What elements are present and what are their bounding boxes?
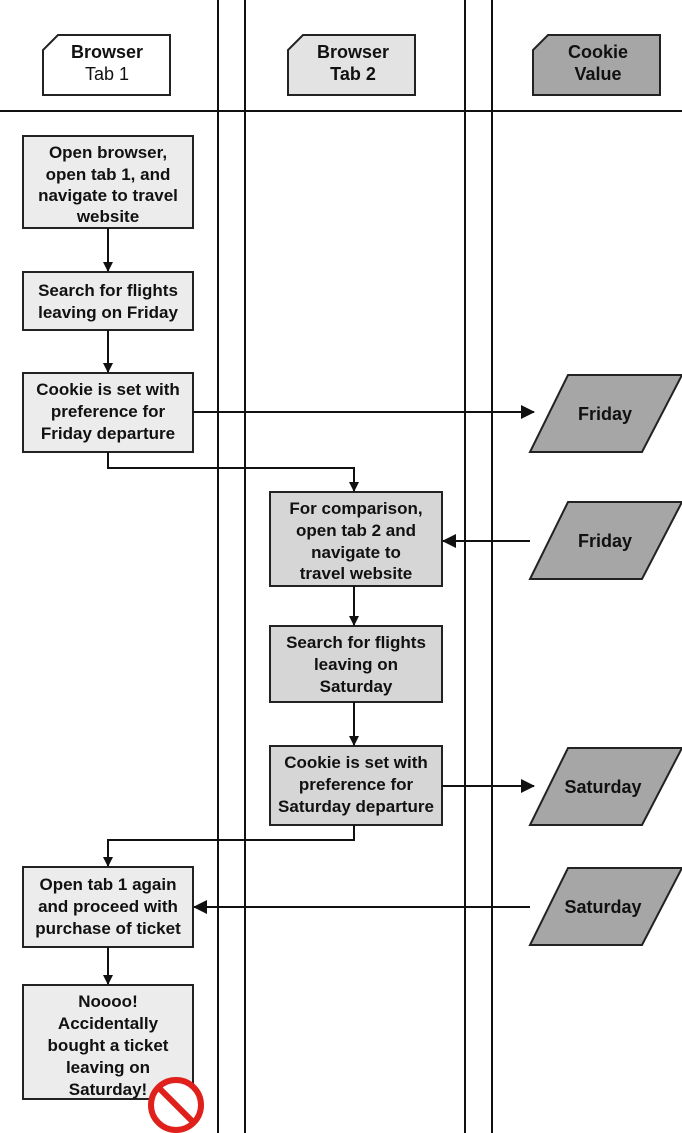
step-text: open tab 1, and <box>46 165 171 184</box>
step-text: and proceed with <box>38 897 178 916</box>
cookie-value-text: Friday <box>578 531 632 551</box>
step-search-saturday: Search for flights leaving on Saturday <box>269 625 443 703</box>
step-text: purchase of ticket <box>35 919 181 938</box>
step-text: Noooo! <box>78 992 137 1011</box>
step-text: Search for flights <box>38 281 178 300</box>
step-text: For comparison, <box>289 499 422 518</box>
header-tab2-line: Browser <box>317 42 389 62</box>
step-text: navigate to travel <box>38 186 178 205</box>
step-text: Saturday! <box>69 1080 147 1099</box>
cookie-value-friday-1: Friday <box>528 374 682 453</box>
step-open-browser: Open browser, open tab 1, and navigate to … <box>22 135 194 229</box>
header-cookie-line: Cookie <box>568 42 628 62</box>
cookie-value-text: Friday <box>578 404 632 424</box>
cookie-value-saturday-2: Saturday <box>528 867 682 946</box>
step-text: navigate to <box>311 543 401 562</box>
step-text: Open browser, <box>49 143 167 162</box>
cookie-value-text: Saturday <box>564 777 641 797</box>
step-text: bought a ticket <box>48 1036 169 1055</box>
step-text: Saturday <box>320 677 393 696</box>
step-text: leaving on Friday <box>38 303 178 322</box>
step-purchase: Open tab 1 again and proceed with purchase… <box>22 866 194 948</box>
step-text: Open tab 1 again <box>40 875 177 894</box>
header-tab1-line: Tab 1 <box>85 64 129 84</box>
step-text: Accidentally <box>58 1014 159 1033</box>
flow-arrow <box>103 825 355 867</box>
prohibited-icon <box>148 1077 204 1133</box>
step-text: website <box>76 207 139 226</box>
step-text: Cookie is set with <box>284 753 428 772</box>
step-text: leaving on <box>66 1058 150 1077</box>
cookie-value-friday-2: Friday <box>528 501 682 580</box>
step-text: preference for <box>299 775 414 794</box>
step-text: leaving on <box>314 655 398 674</box>
header-tab1-line: Browser <box>71 42 143 62</box>
step-text: Friday departure <box>41 424 175 443</box>
step-text: Cookie is set with <box>36 380 180 399</box>
step-text: Saturday departure <box>278 797 434 816</box>
header-cookie-line: Value <box>574 64 621 84</box>
step-text: Search for flights <box>286 633 426 652</box>
step-text: travel website <box>300 564 412 583</box>
step-open-tab2: For comparison, open tab 2 and navigate to… <box>269 491 443 587</box>
flow-arrow <box>107 452 359 492</box>
step-search-friday: Search for flights leaving on Friday <box>22 271 194 331</box>
header-tab2-line: Tab 2 <box>330 64 376 84</box>
step-text: open tab 2 and <box>296 521 416 540</box>
cookie-value-text: Saturday <box>564 897 641 917</box>
step-text: preference for <box>51 402 166 421</box>
cookie-value-saturday-1: Saturday <box>528 747 682 826</box>
